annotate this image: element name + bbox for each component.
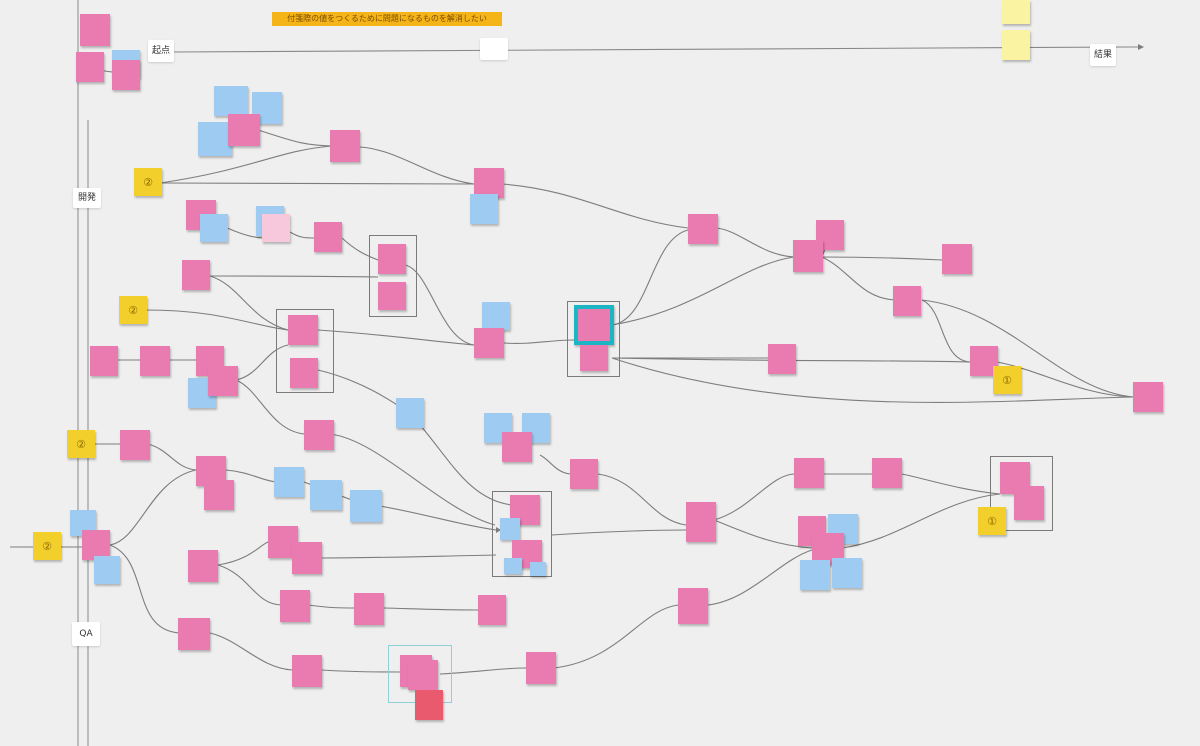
- sticky-note[interactable]: [82, 530, 110, 560]
- sticky-note[interactable]: [768, 344, 796, 374]
- sticky-note[interactable]: [872, 458, 902, 488]
- sticky-note[interactable]: [530, 562, 546, 576]
- sticky-note[interactable]: [378, 282, 406, 310]
- sticky-note[interactable]: [198, 122, 232, 156]
- priority-badge[interactable]: ②: [67, 430, 95, 458]
- sticky-note[interactable]: [330, 130, 360, 162]
- sticky-note[interactable]: [214, 86, 248, 116]
- sticky-note[interactable]: [112, 60, 140, 90]
- sticky-note[interactable]: [942, 244, 972, 274]
- sticky-note[interactable]: [178, 618, 210, 650]
- sticky-note[interactable]: [378, 244, 406, 274]
- sticky-note[interactable]: [350, 490, 382, 522]
- sticky-note[interactable]: [310, 480, 342, 510]
- sticky-note[interactable]: [94, 556, 120, 584]
- sticky-note[interactable]: [893, 286, 921, 316]
- sticky-note[interactable]: [120, 430, 150, 460]
- sticky-note[interactable]: [314, 222, 342, 252]
- sticky-note[interactable]: [208, 366, 238, 396]
- sticky-note[interactable]: [482, 302, 510, 330]
- sticky-note[interactable]: [408, 660, 438, 690]
- sticky-note[interactable]: [526, 652, 556, 684]
- group-frame: [990, 456, 1053, 531]
- sticky-note[interactable]: [794, 458, 824, 488]
- sticky-note[interactable]: [474, 168, 504, 198]
- sticky-note[interactable]: [793, 240, 823, 272]
- sticky-note[interactable]: [800, 560, 830, 590]
- lane-label-qa: QA: [72, 622, 100, 646]
- sticky-note[interactable]: [304, 420, 334, 450]
- group-frame: [276, 309, 334, 393]
- sticky-note[interactable]: [204, 480, 234, 510]
- priority-badge[interactable]: ②: [33, 532, 61, 560]
- sticky-note[interactable]: [280, 590, 310, 622]
- priority-badge[interactable]: ②: [134, 168, 162, 196]
- sticky-note[interactable]: [274, 467, 304, 497]
- sticky-note[interactable]: [288, 315, 318, 345]
- priority-badge[interactable]: ②: [119, 296, 147, 324]
- sticky-note[interactable]: [504, 558, 522, 574]
- priority-badge[interactable]: ①: [978, 507, 1006, 535]
- group-frame: [492, 491, 552, 577]
- sticky-note[interactable]: [200, 214, 228, 242]
- sticky-note[interactable]: [502, 432, 532, 462]
- sticky-note[interactable]: [678, 588, 708, 624]
- priority-badge[interactable]: ①: [993, 366, 1021, 394]
- sticky-note[interactable]: [470, 194, 498, 224]
- label-start: 起点: [148, 40, 174, 62]
- group-frame: [567, 301, 620, 377]
- sticky-note[interactable]: [76, 52, 104, 82]
- label-midpoint: [480, 38, 508, 60]
- sticky-note[interactable]: [80, 14, 110, 46]
- sticky-note[interactable]: [292, 542, 322, 574]
- sticky-note[interactable]: [686, 502, 716, 542]
- board-title-banner: 付箋際の値をつくるために問題になるものを解消したい: [272, 12, 502, 26]
- sticky-note[interactable]: [262, 214, 290, 242]
- label-end: 結果: [1090, 44, 1116, 66]
- sticky-note[interactable]: [474, 328, 504, 358]
- sticky-note[interactable]: [290, 358, 318, 388]
- sticky-note[interactable]: [1014, 486, 1044, 520]
- sticky-note[interactable]: [396, 398, 424, 428]
- sticky-note[interactable]: [688, 214, 718, 244]
- sticky-note[interactable]: [182, 260, 210, 290]
- sticky-note[interactable]: [90, 346, 118, 376]
- sticky-note[interactable]: [228, 114, 260, 146]
- sticky-note[interactable]: [292, 655, 322, 687]
- sticky-note[interactable]: [580, 345, 608, 371]
- sticky-note[interactable]: [415, 690, 443, 720]
- sticky-note[interactable]: [188, 550, 218, 582]
- highlighted-sticky-note[interactable]: [574, 305, 614, 345]
- sticky-note[interactable]: [354, 593, 384, 625]
- sticky-note[interactable]: [1002, 0, 1030, 24]
- sticky-note[interactable]: [500, 518, 520, 540]
- sticky-note[interactable]: [570, 459, 598, 489]
- group-frame: [369, 235, 417, 317]
- sticky-note[interactable]: [832, 558, 862, 588]
- sticky-note[interactable]: [1133, 382, 1163, 412]
- sticky-note[interactable]: [140, 346, 170, 376]
- sticky-note[interactable]: [1002, 30, 1030, 60]
- sticky-note[interactable]: [478, 595, 506, 625]
- lane-label-dev: 開発: [73, 188, 101, 208]
